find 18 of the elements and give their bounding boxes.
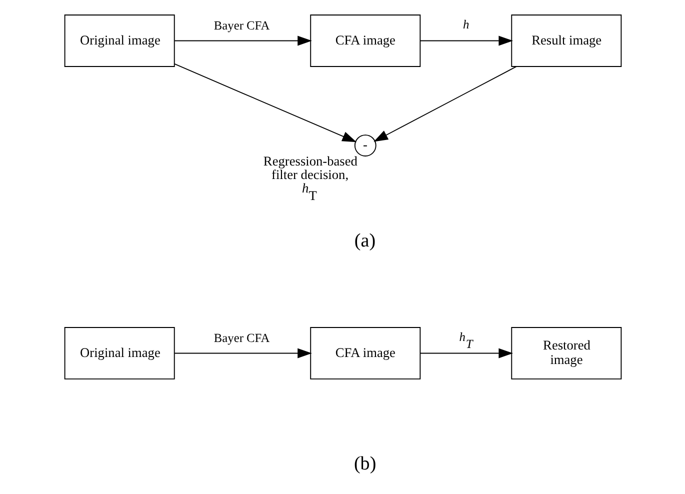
arrow bbox=[373, 66, 517, 142]
arrow bbox=[174, 348, 312, 358]
edge-label: h bbox=[462, 18, 469, 32]
edge-label: Bayer CFA bbox=[213, 331, 270, 346]
node-box: Restored image bbox=[510, 327, 622, 380]
node-circle: - bbox=[354, 134, 376, 156]
arrow bbox=[174, 64, 356, 142]
node-box: Result image bbox=[510, 14, 622, 67]
label: (a) bbox=[354, 230, 376, 252]
node-box: CFA image bbox=[310, 327, 420, 380]
edge-label: Bayer CFA bbox=[213, 18, 270, 33]
arrow bbox=[419, 348, 512, 358]
node-box: Original image bbox=[64, 14, 174, 67]
arrow bbox=[419, 36, 512, 46]
arrow bbox=[174, 36, 312, 46]
node-box: CFA image bbox=[310, 14, 420, 67]
node-box: Original image bbox=[64, 327, 174, 380]
label: (b) bbox=[353, 453, 376, 474]
